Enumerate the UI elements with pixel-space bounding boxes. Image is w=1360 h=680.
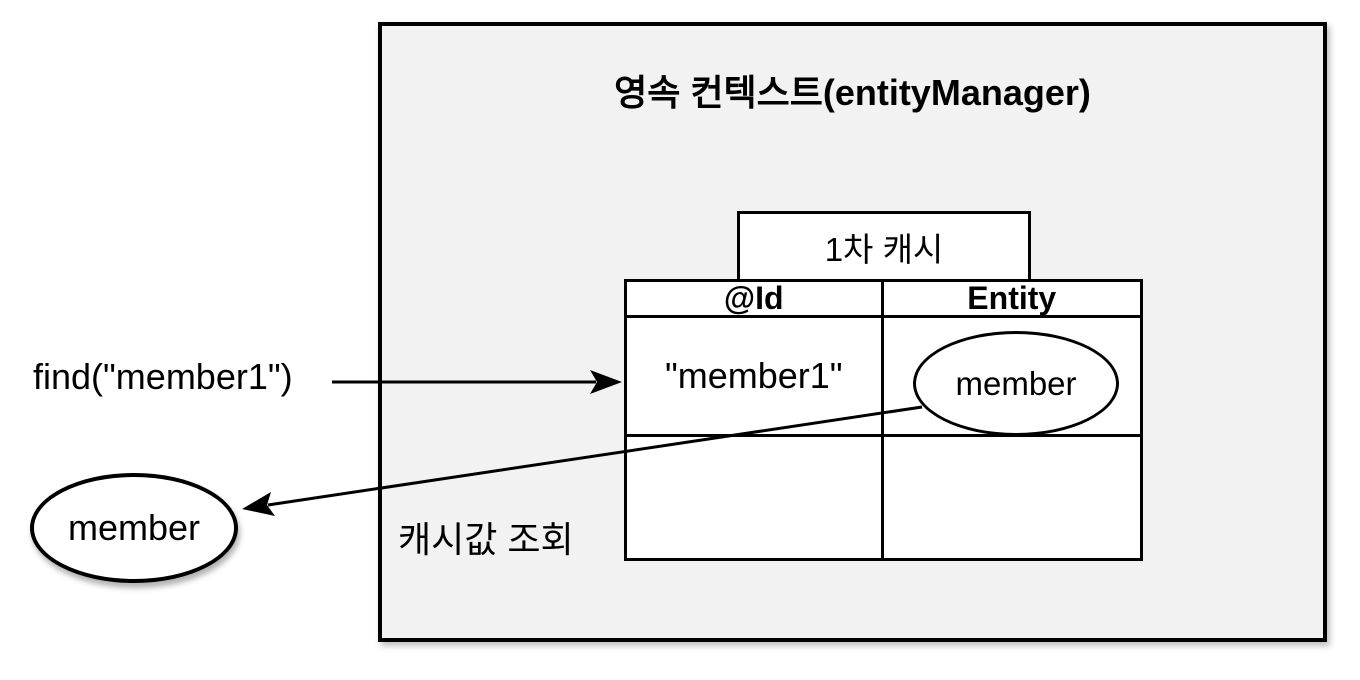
row2-entity-cell [884,437,1141,558]
find-call-label: find("member1") [33,356,293,397]
entity-column-header: Entity [883,280,1140,318]
row2-id-cell [627,437,884,558]
result-member-label: member [67,507,201,548]
first-level-cache-box: 1차 캐시 [737,211,1031,282]
row1-id-cell: "member1" [627,318,884,437]
cached-entity-label: member [955,364,1077,402]
result-member-ellipse: member [30,473,238,583]
first-level-cache-label: 1차 캐시 [824,230,944,268]
id-column-header: @Id [627,280,884,318]
cached-entity-ellipse: member [913,331,1119,436]
cache-lookup-label: 캐시값 조회 [398,519,574,560]
persistence-context-title: 영속 컨텍스트(entityManager) [614,72,1091,113]
